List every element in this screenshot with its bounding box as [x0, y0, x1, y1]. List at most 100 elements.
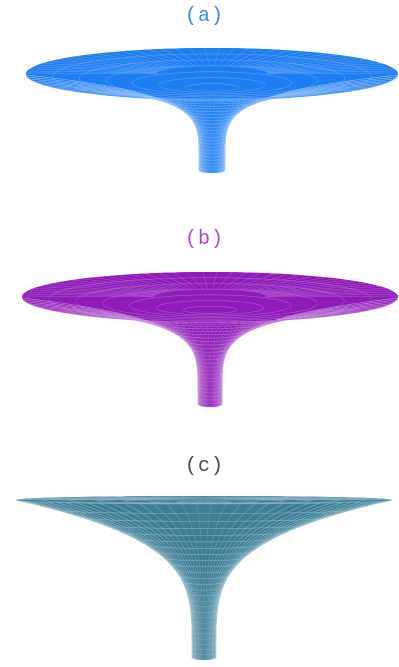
rim-meridian	[29, 289, 156, 296]
meridian-line	[47, 501, 195, 659]
meridian-line	[33, 501, 194, 659]
rim-meridian	[255, 57, 359, 70]
rim-meridian	[266, 68, 395, 73]
meridian-line	[147, 97, 208, 173]
funnel-surface-a	[25, 47, 399, 174]
meridian-line	[217, 97, 290, 173]
meridian-line	[76, 502, 197, 660]
rim-meridian	[121, 51, 185, 68]
rim-meridian	[213, 47, 220, 67]
latitude-line	[25, 73, 399, 101]
meridian-line	[215, 318, 302, 407]
meridian-line	[118, 318, 205, 407]
panel-label-b: (b)	[184, 228, 224, 251]
rim-meridian	[158, 272, 195, 291]
meridian-line	[219, 94, 328, 173]
rim-meridian	[82, 278, 172, 292]
meridian-line	[175, 98, 210, 173]
rim-meridian	[227, 496, 283, 500]
latitude-line	[82, 517, 326, 522]
funnel-rim	[26, 48, 398, 100]
rim-meridian	[267, 72, 398, 74]
rim-meridian	[57, 59, 166, 70]
meridian-line	[173, 321, 208, 407]
funnel-rim	[22, 272, 398, 322]
rim-meridian	[138, 495, 185, 500]
rim-meridian	[189, 48, 206, 67]
panel-label-c: (c)	[184, 455, 224, 478]
rim-line	[158, 77, 266, 93]
rim-meridian	[214, 495, 241, 500]
rim-meridian	[262, 62, 381, 71]
rim-meridian	[173, 272, 200, 290]
rim-meridian	[237, 274, 302, 291]
rim-meridian	[265, 66, 392, 73]
rim-meridian	[37, 64, 160, 72]
rim-meridian	[118, 274, 183, 291]
rim-meridian	[131, 274, 187, 291]
rim-meridian	[181, 495, 198, 500]
meridian-line	[125, 503, 200, 660]
meridian-line	[43, 84, 201, 172]
rim-meridian	[231, 49, 277, 67]
meridian-line	[65, 502, 196, 660]
rim-line	[185, 83, 239, 92]
rim-meridian	[187, 272, 204, 290]
rim-line	[75, 283, 345, 320]
rim-meridian	[175, 48, 202, 67]
rim-meridian	[244, 277, 327, 292]
meridian-line	[211, 321, 233, 407]
meridian-line	[213, 320, 276, 407]
rim-meridian	[134, 50, 189, 68]
meridian-line	[212, 320, 262, 407]
rim-meridian	[49, 61, 164, 71]
rim-meridian	[260, 61, 375, 71]
meridian-line	[202, 321, 210, 407]
meridian-line	[223, 82, 387, 172]
rim-meridian	[71, 279, 169, 293]
rim-meridian	[93, 277, 176, 292]
rim-meridian	[108, 52, 182, 68]
rim-line	[42, 496, 366, 505]
rim-meridian	[43, 62, 162, 71]
rim-meridian	[167, 495, 194, 500]
rim-meridian	[204, 47, 211, 67]
meridian-line	[214, 501, 375, 659]
meridian-line	[158, 320, 208, 407]
rim-meridian	[152, 495, 189, 500]
rim-meridian	[249, 54, 339, 69]
rim-meridian	[259, 284, 375, 294]
meridian-line	[87, 502, 197, 660]
rim-meridian	[202, 271, 209, 290]
meridian-line	[209, 503, 296, 660]
meridian-line	[56, 502, 195, 659]
rim-meridian	[25, 291, 155, 296]
rim-meridian	[248, 278, 338, 292]
rim-meridian	[45, 284, 161, 294]
rim-meridian	[23, 293, 154, 297]
rim-meridian	[216, 272, 233, 290]
funnel-surface-c	[15, 495, 393, 661]
rim-meridian	[241, 275, 315, 292]
rim-meridian	[65, 57, 169, 70]
meridian-line	[217, 316, 327, 407]
rim-line	[129, 294, 291, 317]
meridian-line	[214, 98, 249, 173]
meridian-line	[39, 501, 194, 659]
meridian-line	[93, 316, 203, 407]
meridian-line	[205, 503, 227, 660]
meridian-line	[138, 503, 201, 660]
latitude-line	[55, 509, 353, 514]
rim-meridian	[39, 286, 159, 295]
rim-line	[52, 53, 372, 99]
rim-meridian	[267, 70, 397, 74]
latitude-line	[120, 531, 288, 536]
latitude-line	[73, 80, 351, 100]
rim-line	[182, 306, 238, 314]
rim-meridian	[26, 72, 157, 74]
meridian-line	[181, 503, 203, 660]
rim-meridian	[144, 273, 191, 291]
meridian-line	[212, 99, 220, 173]
meridian-line	[99, 503, 198, 660]
rim-meridian	[262, 288, 387, 295]
